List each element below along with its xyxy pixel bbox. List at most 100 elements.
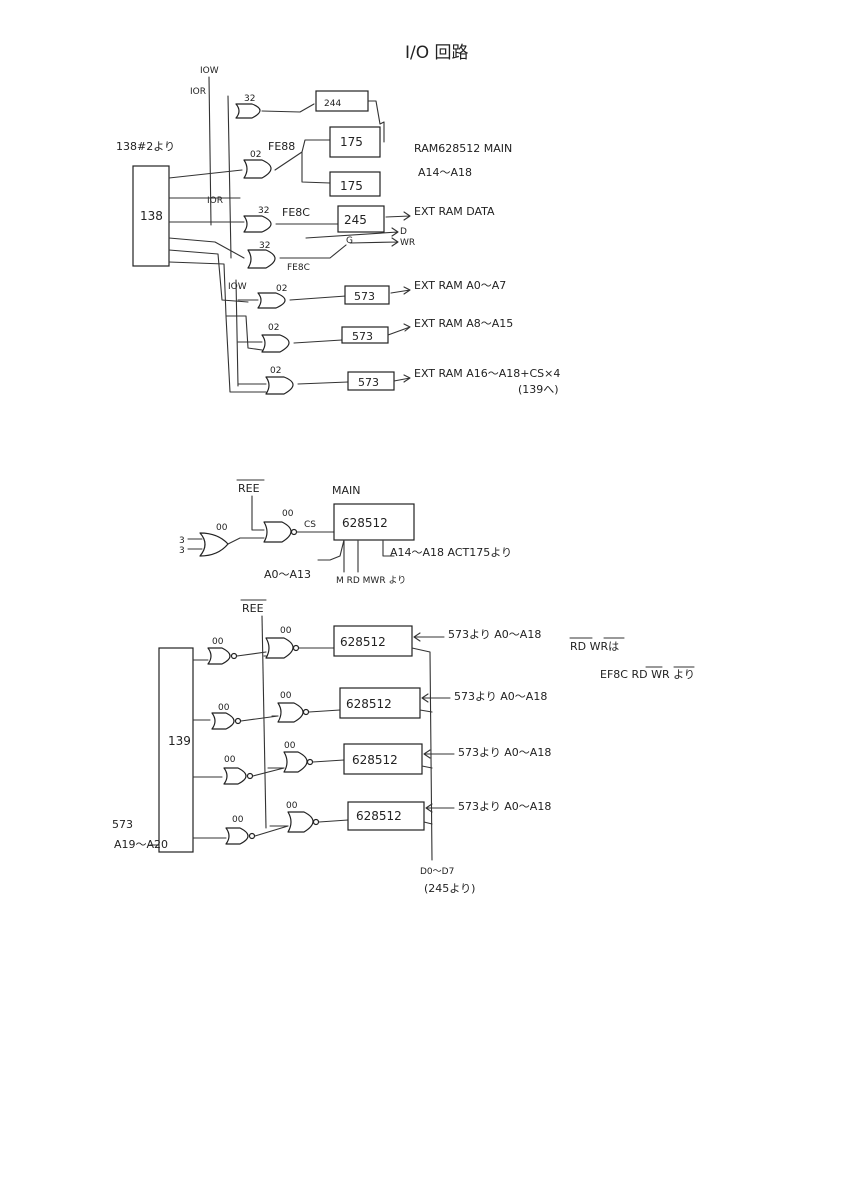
row2-mid	[240, 715, 279, 722]
main-label: MAIN	[332, 484, 361, 497]
ram-3-addr-arrow	[423, 749, 455, 759]
row3-mid	[252, 767, 285, 777]
addr-fe8c-2: FE8C	[287, 263, 310, 273]
chip-175a-label: 175	[340, 135, 363, 149]
ree-taps	[263, 655, 289, 827]
ree-label-mid: REE	[238, 482, 260, 495]
gate-32b	[243, 215, 272, 233]
nand-2-bubble	[302, 708, 310, 716]
rd-wr-note-2: EF8C RD WR より	[600, 668, 695, 681]
nand-1	[265, 637, 294, 659]
buf-4-bubble	[248, 832, 256, 840]
output-to-139: (139へ)	[518, 383, 559, 396]
gate-02d	[265, 376, 294, 395]
ree-label-bottom: REE	[242, 602, 264, 615]
bus-ior	[227, 95, 232, 259]
buf-3	[223, 767, 247, 785]
gate-32a-label: 32	[244, 94, 255, 104]
data-bus	[411, 647, 433, 861]
gate-00b-label: 00	[282, 509, 294, 519]
nand-3	[283, 751, 308, 773]
gate-b1-label: 00	[212, 637, 224, 647]
wire-low-4	[168, 261, 263, 351]
bus-iow-low	[235, 279, 239, 387]
xor-gate	[199, 532, 229, 557]
ree-bus	[261, 615, 267, 829]
nand-3-bubble	[306, 758, 314, 766]
row1-mid	[236, 651, 267, 657]
xor-out	[227, 537, 265, 545]
ram-chip-2-label: 628512	[346, 697, 392, 711]
d-label: D	[400, 227, 407, 237]
arrow-a0-a7	[390, 286, 411, 295]
chip-244-label: 244	[324, 99, 341, 109]
output-a16-a18-cs: EXT RAM A16〜A18+CS×4	[414, 367, 560, 380]
cs-label: CS	[304, 520, 316, 530]
ram-chip-1	[333, 625, 413, 657]
gate-b7-label: 00	[232, 815, 244, 825]
row4-out	[318, 819, 349, 823]
buf-1	[207, 647, 231, 665]
gate-02b-label: 02	[276, 284, 287, 294]
gate-02b-out	[289, 295, 347, 301]
iow-low-label: IOW	[228, 282, 247, 292]
main-chip-label: 628512	[342, 516, 388, 530]
gate-02d-label: 02	[270, 366, 281, 376]
gate-32c-out	[279, 244, 347, 259]
rd-wr-note-1: RD WRは	[570, 640, 619, 653]
addr-in-label: A0〜A13	[264, 568, 311, 581]
arrow-a16-a18	[393, 374, 411, 383]
chip-175b-label: 175	[340, 179, 363, 193]
gate-02a-label: 02	[250, 150, 261, 160]
arrow-a8-a15	[387, 323, 411, 336]
addr-in-arrow	[317, 539, 345, 561]
arrow-ext-data	[385, 211, 411, 221]
bottom-section: REE 139 573 A19〜A20 00 00 628512 573より A…	[112, 599, 695, 895]
gate-32c	[247, 249, 276, 269]
gate-32a-out	[261, 103, 315, 113]
nand-mid	[263, 521, 292, 543]
dec-out-4	[168, 237, 245, 259]
gate-b6-label: 00	[284, 741, 296, 751]
bus-iow	[208, 76, 212, 226]
input-a19-a20: A19〜A20	[114, 838, 168, 851]
gate-02a-out	[274, 139, 331, 171]
row2-out	[308, 709, 341, 713]
gate-32b-label: 32	[258, 206, 269, 216]
rd-wr-arrows	[343, 540, 359, 573]
wr-label: WR	[400, 238, 415, 248]
gate-02c	[261, 334, 290, 353]
dec-out-5	[168, 249, 249, 303]
ram-chip-4	[347, 801, 425, 831]
high-addr-label: A14〜A18 ACT175より	[390, 546, 512, 559]
input-573: 573	[112, 818, 133, 831]
ior-top-label: IOR	[190, 87, 206, 97]
chip-175b	[329, 171, 381, 197]
row3-out	[312, 759, 345, 763]
arrow-d	[305, 227, 399, 239]
buf-3-bubble	[246, 772, 254, 780]
arrow-wr	[349, 237, 399, 247]
gate-02b	[257, 292, 286, 309]
gate-00a-label: 00	[216, 523, 228, 533]
ram-3-addr: 573より A0〜A18	[458, 746, 551, 759]
ior-mid-label: IOR	[207, 196, 223, 206]
ram-4-addr: 573より A0〜A18	[458, 800, 551, 813]
data-bus-src: (245より)	[424, 882, 475, 895]
nand-1-bubble	[292, 644, 300, 652]
chip-175a	[329, 126, 381, 158]
ram-1-addr-arrow	[413, 632, 445, 642]
addr-fe88: FE88	[268, 140, 295, 153]
gate-02a	[243, 159, 272, 179]
output-a14-a18: A14〜A18	[418, 166, 472, 179]
gate-02a-out2	[301, 151, 331, 184]
gate-b3-label: 00	[218, 703, 230, 713]
ram-chip-3-label: 628512	[352, 753, 398, 767]
output-a0-a7: EXT RAM A0〜A7	[414, 279, 506, 292]
rd-wr-label: M RD MWR より	[336, 575, 406, 586]
middle-section: MAIN REE 3 3 00 00 CS 628512 A0〜A13 M RD…	[179, 479, 512, 586]
ram-1-addr: 573より A0〜A18	[448, 628, 541, 641]
buf-4	[225, 827, 249, 845]
gate-b5-label: 00	[224, 755, 236, 765]
gate-b4-label: 00	[280, 691, 292, 701]
